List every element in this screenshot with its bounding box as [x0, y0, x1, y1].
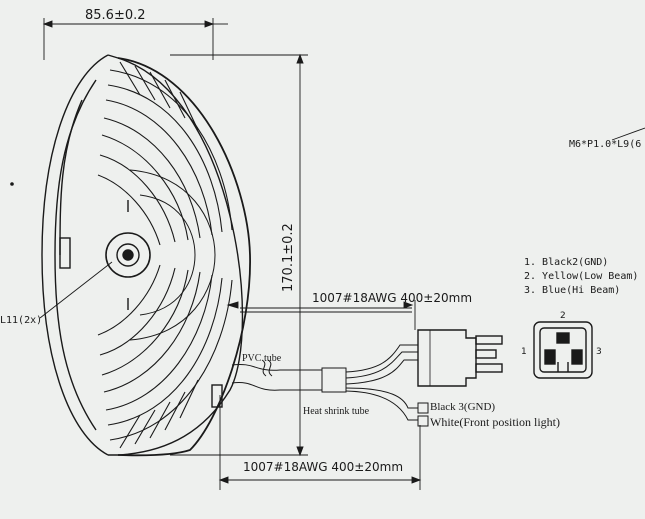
height-dimension [170, 53, 308, 457]
pin-legend-item: 2. Yellow(Low Beam) [524, 271, 639, 282]
stray-dot [10, 182, 14, 186]
white-wire-label: White(Front position light) [430, 415, 560, 429]
h4-plug [417, 329, 503, 387]
left-callout-leader [39, 261, 113, 319]
connector-pin-1: 1 [521, 347, 527, 357]
lamp-housing [41, 54, 251, 457]
wire-harness [231, 344, 429, 427]
connector-end-view [533, 321, 593, 379]
pin-legend-item: 3. Blue(Hi Beam) [524, 285, 621, 296]
connector-pin-2: 2 [560, 311, 566, 321]
top-cable-label: 1007#18AWG 400±20mm [312, 291, 473, 305]
heat-shrink-label: Heat shrink tube [303, 406, 370, 417]
top-cable [226, 300, 416, 330]
screw-callout-leader [611, 127, 645, 141]
connector-pin-3: 3 [596, 347, 602, 357]
bottom-cable-label: 1007#18AWG 400±20mm [243, 460, 404, 474]
bottom-cable-dimension [218, 395, 422, 490]
height-dimension-label: 170.1±0.2 [281, 223, 296, 292]
width-dimension [42, 18, 228, 60]
black3-wire-label: Black 3(GND) [430, 401, 496, 413]
pin-legend: 1. Black2(GND) 2. Yellow(Low Beam) 3. Bl… [524, 258, 638, 296]
screw-spec-label: M6*P1.0*L9(6 [569, 139, 642, 150]
pin-legend-item: 1. Black2(GND) [524, 257, 609, 268]
left-callout-label: L11(2x) [0, 315, 43, 326]
width-dimension-label: 85.6±0.2 [85, 8, 146, 23]
pvc-tube-label: PVC tube [242, 353, 282, 364]
